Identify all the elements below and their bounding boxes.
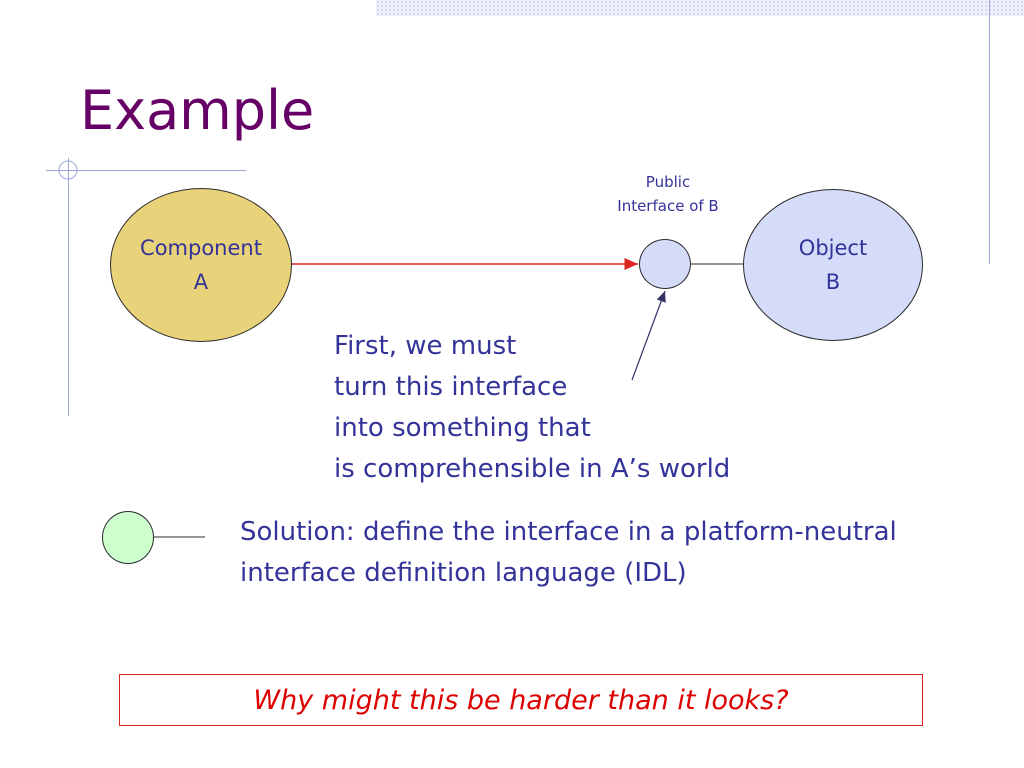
object-b-node: Object B	[743, 189, 923, 341]
frame-line-left	[68, 158, 69, 416]
page-title: Example	[80, 79, 315, 142]
note-line: is comprehensible in A’s world	[334, 454, 731, 484]
solution-line: interface definition language (IDL)	[240, 558, 687, 588]
note-line: into something that	[334, 413, 591, 443]
frame-line-title	[46, 170, 246, 171]
interface-note: First, we must turn this interface into …	[334, 326, 730, 490]
question-text: Why might this be harder than it looks?	[253, 684, 789, 716]
solution-line: Solution: define the interface in a plat…	[240, 517, 897, 547]
component-a-node: Component A	[110, 188, 292, 342]
idl-interface-node	[102, 511, 154, 564]
note-line: First, we must	[334, 331, 517, 361]
question-box: Why might this be harder than it looks?	[119, 674, 923, 726]
note-pointer-arrow	[631, 290, 666, 381]
frame-line-right	[989, 0, 990, 264]
header-pattern	[376, 0, 1024, 16]
note-line: turn this interface	[334, 372, 568, 402]
solution-text: Solution: define the interface in a plat…	[240, 512, 897, 594]
public-interface-label: Public Interface of B	[617, 173, 719, 215]
public-interface-node	[639, 239, 691, 289]
